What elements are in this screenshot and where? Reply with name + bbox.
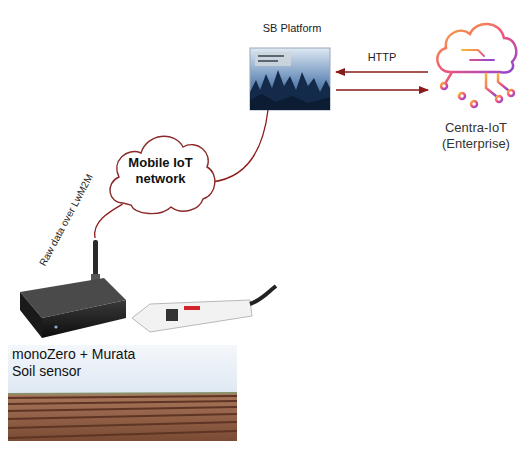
connector [95,204,123,238]
connector [211,110,268,182]
component-node: Centra-IoT (Enterprise) [428,18,524,160]
edge-label: HTTP [366,51,399,63]
network-cloud: Mobile IoT network [103,125,218,217]
soil-sensor [132,286,276,332]
field-photo [8,345,237,441]
component-node: monoZero + Murata Soil sensor [8,238,266,443]
component-node: SB Platform [248,22,336,110]
node-label: Mobile IoT network [128,155,194,187]
node-label: Centra-IoT (Enterprise) [430,120,522,152]
cloud-icon [437,24,516,107]
edge-label: Raw data over LwM2M [37,172,95,267]
platform-image [250,48,330,110]
connector [336,71,428,72]
gateway-device [20,240,126,338]
node-label: SB Platform [248,22,336,35]
node-label: monoZero + Murata Soil sensor [12,346,162,380]
connector [336,89,428,90]
